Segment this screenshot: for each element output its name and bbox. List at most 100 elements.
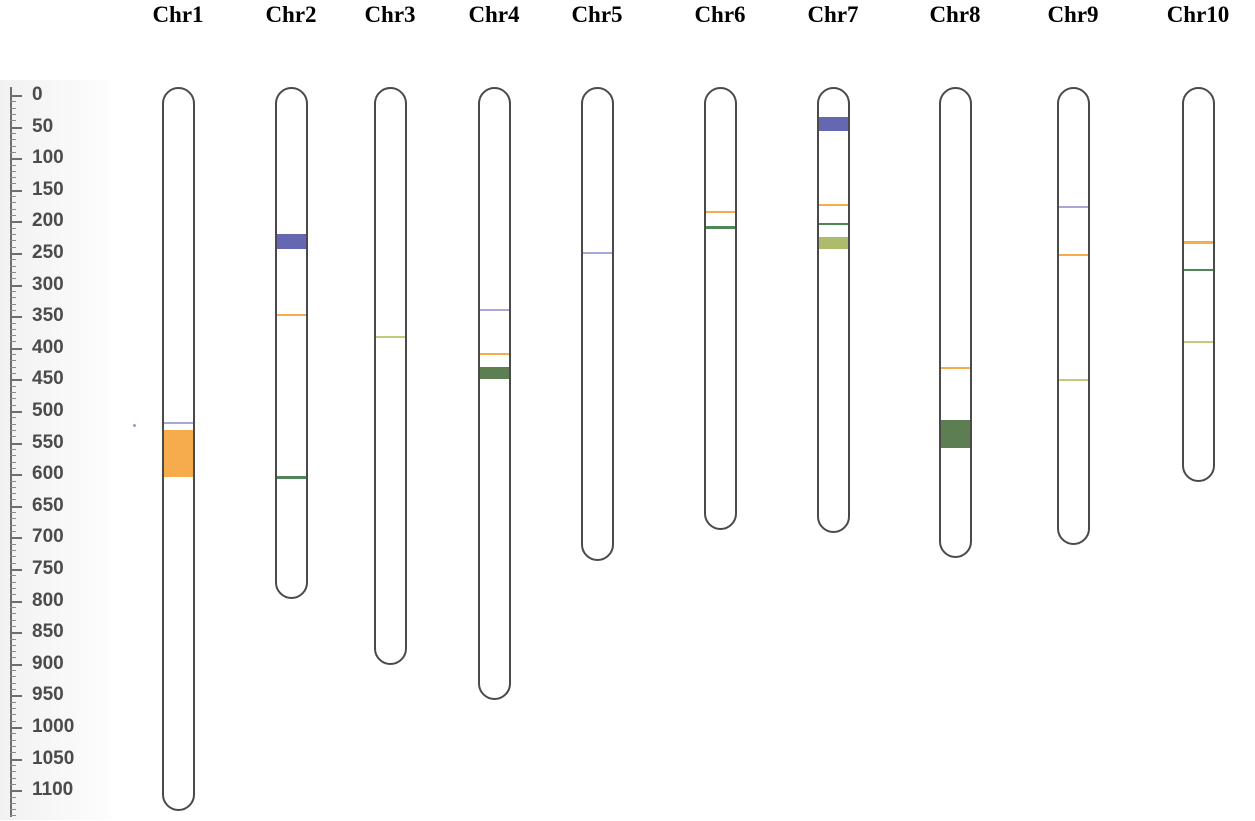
chromosome-chr6 xyxy=(703,87,737,530)
ruler-tick-label: 100 xyxy=(32,147,64,169)
chromosome-label-chr7: Chr7 xyxy=(807,2,859,27)
band-lavender xyxy=(163,421,193,425)
chromosome-chr1 xyxy=(161,87,195,811)
ruler-minor-tick xyxy=(10,619,16,621)
ruler-minor-tick xyxy=(10,689,16,691)
ruler-minor-tick xyxy=(10,297,16,299)
ruler-minor-tick xyxy=(10,657,16,659)
ruler-minor-tick xyxy=(10,651,16,653)
band-yellowgreen xyxy=(375,335,405,339)
ruler-tick-label: 150 xyxy=(32,178,64,200)
ruler-major-tick xyxy=(10,600,22,603)
ruler-minor-tick xyxy=(10,461,16,463)
ruler-tick-label: 300 xyxy=(32,273,64,295)
ruler-major-tick xyxy=(10,569,22,571)
ruler-minor-tick xyxy=(10,290,16,292)
band-orange xyxy=(276,313,306,317)
ruler-major-tick xyxy=(10,347,22,350)
band-lavender xyxy=(479,308,509,312)
ruler-tick-label: 0 xyxy=(32,84,43,105)
ruler-tick-label: 600 xyxy=(32,463,64,485)
ruler-minor-tick xyxy=(10,733,16,735)
ruler-minor-tick xyxy=(10,613,16,615)
band-orange xyxy=(940,366,970,370)
ruler-minor-tick xyxy=(10,145,16,147)
band-purple xyxy=(818,117,848,131)
ruler-minor-tick xyxy=(10,436,16,438)
ruler-minor-tick xyxy=(10,360,16,362)
chromosome-chr4 xyxy=(477,87,511,701)
ruler-minor-tick xyxy=(10,518,16,520)
ruler-tick-label: 750 xyxy=(32,558,64,579)
ruler-minor-tick xyxy=(10,271,16,273)
ruler-tick-label: 1100 xyxy=(32,779,74,801)
ruler-tick-label: 400 xyxy=(32,336,64,358)
ruler-minor-tick xyxy=(10,132,16,134)
ruler-minor-tick xyxy=(10,202,16,204)
band-green xyxy=(818,222,848,226)
ruler-minor-tick xyxy=(10,739,16,741)
band-orange xyxy=(705,210,735,214)
ruler-major-tick xyxy=(10,158,22,161)
ruler-tick-label: 800 xyxy=(32,589,64,611)
ruler-minor-tick xyxy=(10,714,16,716)
ruler-minor-tick xyxy=(10,234,16,236)
ruler-minor-tick xyxy=(10,417,16,419)
band-lavender xyxy=(582,251,612,255)
ruler-tick-label: 950 xyxy=(32,684,64,706)
ruler-minor-tick xyxy=(10,543,16,545)
chromosome-label-chr10: Chr10 xyxy=(1166,2,1230,27)
ruler-tick-label: 700 xyxy=(32,526,64,548)
ruler-minor-tick xyxy=(10,423,16,425)
ruler-tick-label: 450 xyxy=(32,368,64,390)
ruler-major-tick xyxy=(10,695,22,698)
band-orange xyxy=(163,429,193,478)
band-orange xyxy=(818,203,848,207)
ruler-minor-tick xyxy=(10,208,16,210)
ruler-minor-tick xyxy=(10,139,16,141)
ruler-minor-tick xyxy=(10,594,16,596)
ruler-minor-tick xyxy=(10,322,16,324)
band-orange xyxy=(1058,253,1088,257)
chromosome-label-chr8: Chr8 xyxy=(929,2,981,27)
ruler-major-tick xyxy=(10,442,22,445)
ruler-major-tick xyxy=(10,632,22,635)
ruler-major-tick xyxy=(10,727,22,729)
ruler-minor-tick xyxy=(10,278,16,280)
ruler-minor-tick xyxy=(10,246,16,248)
ruler-minor-tick xyxy=(10,499,16,501)
band-lavender xyxy=(1058,205,1088,209)
chromosome-label-chr2: Chr2 xyxy=(265,2,317,27)
ruler-minor-tick xyxy=(10,802,16,804)
ruler-major-tick xyxy=(10,253,22,255)
ruler-minor-tick xyxy=(10,783,16,785)
ruler-major-tick xyxy=(10,790,22,793)
ruler-minor-tick xyxy=(10,638,16,640)
ruler-minor-tick xyxy=(10,398,16,400)
ruler-minor-tick xyxy=(10,259,16,261)
ruler-tick-label: 200 xyxy=(32,210,64,232)
chromosome-label-chr1: Chr1 xyxy=(152,2,204,27)
ruler-minor-tick xyxy=(10,670,16,672)
band-green xyxy=(276,476,306,479)
ruler-minor-tick xyxy=(10,467,16,469)
chromosome-label-chr3: Chr3 xyxy=(364,2,416,27)
ruler-minor-tick xyxy=(10,404,16,406)
ruler-minor-tick xyxy=(10,164,16,166)
ruler-minor-tick xyxy=(10,701,16,703)
band-green xyxy=(1183,268,1213,272)
ruler-minor-tick xyxy=(10,777,16,779)
ruler-minor-tick xyxy=(10,625,16,627)
ruler-minor-tick xyxy=(10,196,16,198)
ruler-tick-label: 250 xyxy=(32,242,64,263)
ruler-minor-tick xyxy=(10,354,16,356)
ruler-major-tick xyxy=(10,126,22,129)
ruler-minor-tick xyxy=(10,676,16,678)
ruler-tick-label: 550 xyxy=(32,431,64,453)
ruler-minor-tick xyxy=(10,170,16,172)
ruler-minor-tick xyxy=(10,392,16,394)
ruler-minor-tick xyxy=(10,587,16,589)
ruler-minor-tick xyxy=(10,227,16,229)
chromosome-chr3 xyxy=(373,87,407,666)
ruler-minor-tick xyxy=(10,480,16,482)
